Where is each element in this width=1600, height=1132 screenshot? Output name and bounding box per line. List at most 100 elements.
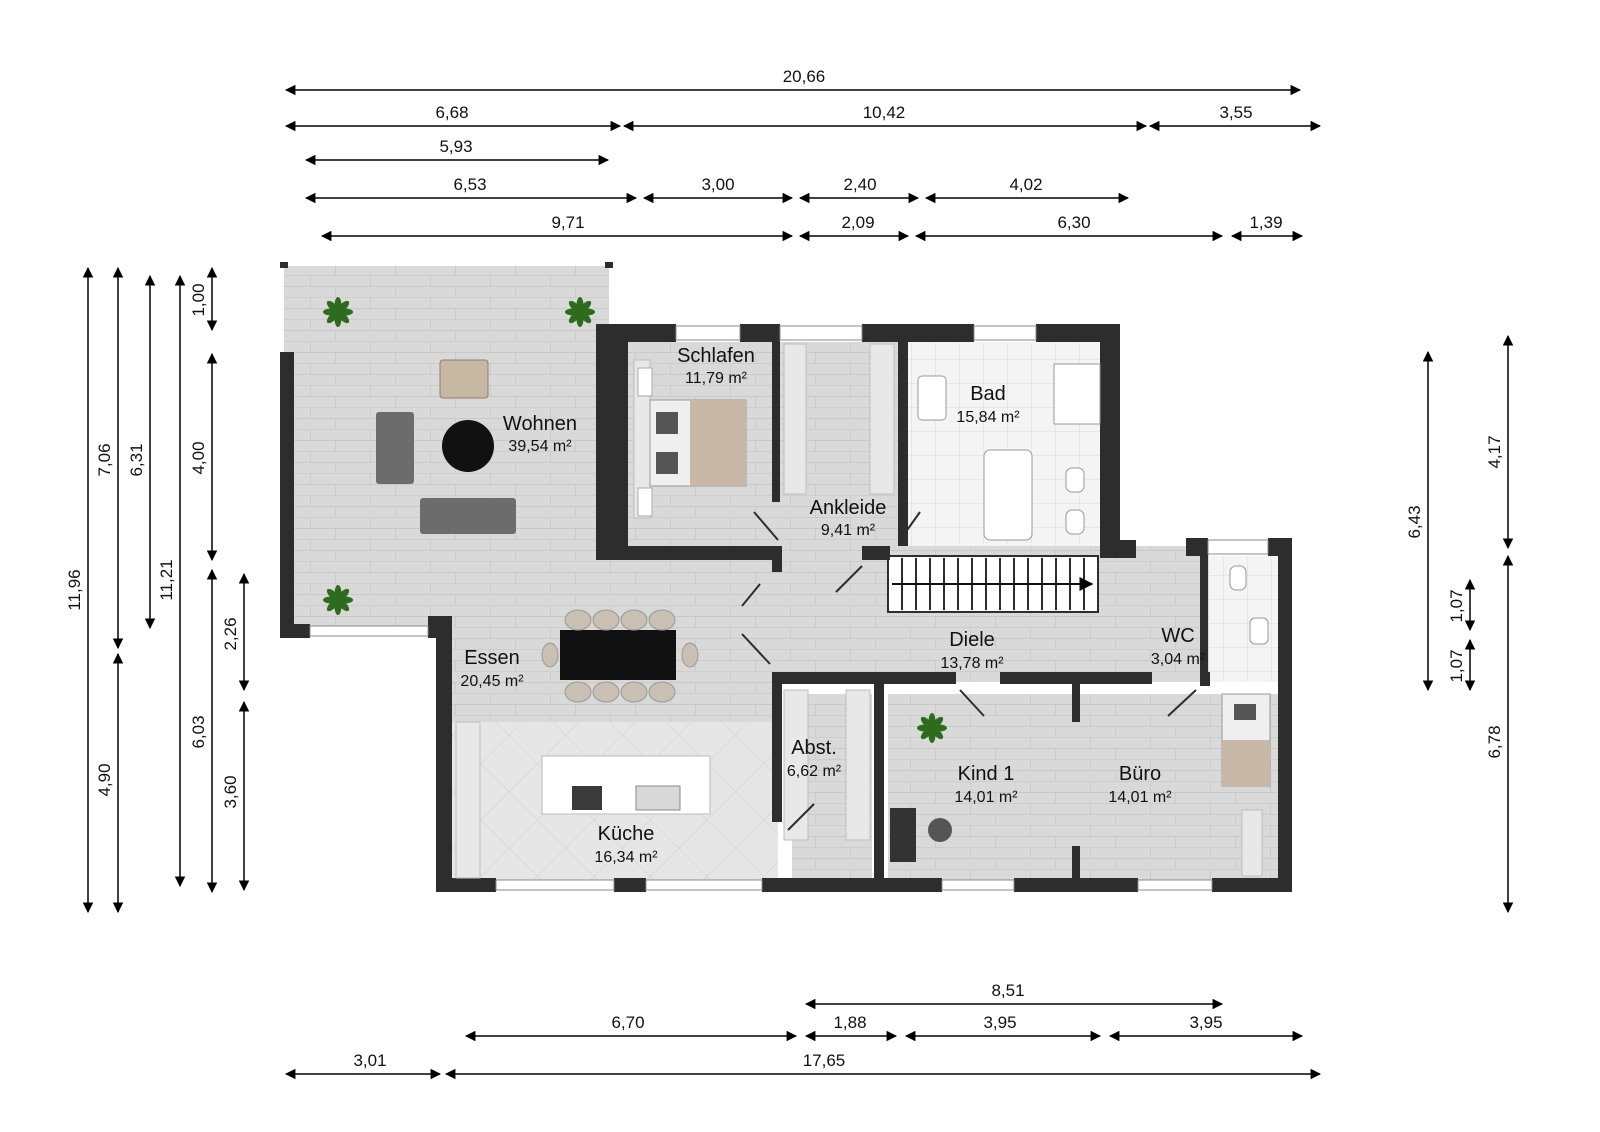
dim-right-col3-2: 6,78 <box>1485 725 1504 758</box>
dim-top-row5-4: 1,39 <box>1249 213 1282 232</box>
dining-table <box>560 630 676 680</box>
room-area-buero: 14,01 m² <box>1108 789 1172 806</box>
room-labels: Wohnen 39,54 m² Schlafen 11,79 m² Anklei… <box>460 345 1205 866</box>
left-dimensions <box>82 266 250 914</box>
right-dimension-labels: 6,43 1,07 1,07 4,17 6,78 <box>1405 435 1504 758</box>
washbasin <box>917 375 947 421</box>
wc-basin <box>1249 617 1269 645</box>
dim-top-row2-1: 6,68 <box>435 103 468 122</box>
armchair <box>439 359 489 399</box>
dim-bottom-row2-4: 3,95 <box>1189 1013 1222 1032</box>
top-dimensions <box>284 84 1322 242</box>
toilet <box>1065 467 1085 493</box>
bottom-dimension-labels: 8,51 6,70 1,88 3,95 3,95 3,01 17,65 <box>353 981 1222 1070</box>
kitchen-island <box>541 755 711 815</box>
cabinets <box>455 343 1263 879</box>
desk-chair <box>928 818 952 842</box>
dim-bottom-row3-2: 17,65 <box>803 1051 846 1070</box>
room-area-wohnen: 39,54 m² <box>508 438 572 455</box>
dim-top-row4-2: 3,00 <box>701 175 734 194</box>
plant-icon <box>323 297 353 327</box>
dim-bottom-row2-3: 3,95 <box>983 1013 1016 1032</box>
room-name-wohnen: Wohnen <box>503 413 577 435</box>
room-area-essen: 20,45 m² <box>460 673 524 690</box>
room-name-bad: Bad <box>970 383 1006 405</box>
dim-top-row5-2: 2,09 <box>841 213 874 232</box>
buero-bed-cover <box>1222 740 1270 786</box>
dim-left-col4-1: 11,21 <box>157 559 176 600</box>
room-name-diele: Diele <box>949 629 995 651</box>
dim-left-col6-2: 3,60 <box>221 775 240 808</box>
dim-bottom-row3-1: 3,01 <box>353 1051 386 1070</box>
right-dimensions <box>1422 334 1514 914</box>
left-dimension-labels: 11,96 7,06 4,90 6,31 11,21 1,00 4,00 6,0… <box>65 283 240 808</box>
dim-bottom-row1-1: 8,51 <box>991 981 1024 1000</box>
dim-left-col5-3: 6,03 <box>189 715 208 748</box>
dim-top-row2-2: 10,42 <box>863 103 906 122</box>
windows <box>309 325 1269 891</box>
desk <box>890 808 916 862</box>
furniture <box>376 359 1271 862</box>
cooktop <box>572 786 602 810</box>
dim-left-col2-2: 4,90 <box>95 763 114 796</box>
room-name-schlafen: Schlafen <box>677 345 755 367</box>
dim-top-row5-3: 6,30 <box>1057 213 1090 232</box>
room-name-kind1: Kind 1 <box>958 763 1015 785</box>
dim-top-overall: 20,66 <box>783 67 826 86</box>
dim-top-row4-1: 6,53 <box>453 175 486 194</box>
top-dimension-labels: 20,66 6,68 10,42 3,55 5,93 6,53 3,00 2,4… <box>435 67 1282 232</box>
plant-icon <box>565 297 595 327</box>
coffee-table <box>442 420 494 472</box>
dim-left-col5-2: 4,00 <box>189 441 208 474</box>
sofa-bottom <box>420 498 516 534</box>
walls <box>280 262 1292 892</box>
plant-icon <box>323 585 353 615</box>
room-area-diele: 13,78 m² <box>940 655 1004 672</box>
room-area-schlafen: 11,79 m² <box>685 370 748 387</box>
dim-left-col6-1: 2,26 <box>221 617 240 650</box>
bidet <box>1065 509 1085 535</box>
dim-top-row4-3: 2,40 <box>843 175 876 194</box>
room-name-essen: Essen <box>464 647 520 669</box>
room-name-abst: Abst. <box>791 737 837 759</box>
plant-icon <box>917 713 947 743</box>
pillow <box>656 412 678 434</box>
dim-right-col2-2: 1,07 <box>1447 649 1466 682</box>
wc-toilet <box>1229 565 1247 591</box>
dim-left-col3-1: 6,31 <box>127 443 146 476</box>
dim-top-row3-1: 5,93 <box>439 137 472 156</box>
bottom-dimensions <box>284 998 1322 1080</box>
dim-left-col1-1: 11,96 <box>65 569 84 610</box>
pillow <box>1234 704 1256 720</box>
dim-top-row2-3: 3,55 <box>1219 103 1252 122</box>
shower <box>1053 363 1101 425</box>
bathtub <box>983 449 1033 541</box>
room-name-kueche: Küche <box>598 823 655 845</box>
dim-left-col5-1: 1,00 <box>189 283 208 316</box>
room-area-bad: 15,84 m² <box>956 409 1020 426</box>
room-area-ankleide: 9,41 m² <box>821 522 876 539</box>
sofa-left <box>376 412 414 484</box>
bed-cover <box>690 400 746 486</box>
plants <box>323 297 947 743</box>
room-area-wc: 3,04 m² <box>1151 651 1206 668</box>
dim-top-row4-4: 4,02 <box>1009 175 1042 194</box>
dim-left-col2-1: 7,06 <box>95 443 114 476</box>
doors <box>741 511 1197 831</box>
room-name-buero: Büro <box>1119 763 1161 785</box>
room-name-ankleide: Ankleide <box>810 497 887 519</box>
room-area-kueche: 16,34 m² <box>594 849 658 866</box>
dim-bottom-row2-2: 1,88 <box>833 1013 866 1032</box>
sink <box>635 785 681 811</box>
dim-right-col1-1: 6,43 <box>1405 505 1424 538</box>
dim-right-col3-1: 4,17 <box>1485 435 1504 468</box>
dim-right-col2-1: 1,07 <box>1447 589 1466 622</box>
kind1-floor <box>888 694 1080 882</box>
pillow <box>656 452 678 474</box>
nightstand <box>637 487 653 517</box>
room-area-abst: 6,62 m² <box>787 763 842 780</box>
room-area-kind1: 14,01 m² <box>954 789 1018 806</box>
nightstand <box>637 367 653 397</box>
room-name-wc: WC <box>1161 625 1194 647</box>
